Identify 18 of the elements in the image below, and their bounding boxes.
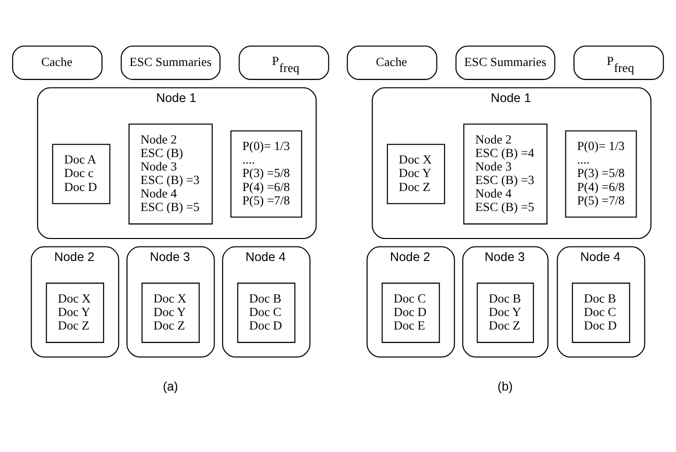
node-box: Doc X Doc Y Doc Z bbox=[142, 282, 200, 343]
label: (a) bbox=[162, 379, 178, 394]
node-box: P(0)= 1/3 .... P(3) =5/8 P(4) =6/8 P(5) =7/8 bbox=[230, 130, 302, 218]
node-box: ESC Summaries bbox=[120, 46, 221, 80]
node-box: Doc A Doc c Doc D bbox=[52, 144, 110, 204]
node-box: P(0)= 1/3 .... P(3) =5/8 P(4) =6/8 P(5) =7/8 bbox=[565, 130, 637, 218]
node-box: ESC Summaries bbox=[455, 46, 556, 80]
node-box: Node 2 ESC (B) Node 3 ESC (B) =3 Node 4 ESC (B) =5 bbox=[128, 124, 213, 224]
node-box: Cache bbox=[12, 46, 103, 80]
label: (b) bbox=[498, 379, 513, 394]
node-box: Cache bbox=[346, 46, 438, 80]
node-box: Doc B Doc C Doc D bbox=[237, 282, 296, 343]
node-box: Doc B Doc Y Doc Z bbox=[476, 282, 534, 343]
node-box: Doc C Doc D Doc E bbox=[382, 282, 440, 343]
node-box: Node 2 ESC (B) =4 Node 3 ESC (B) =3 Node 4 ESC (B) =5 bbox=[463, 124, 548, 224]
node-box: Doc B Doc C Doc D bbox=[572, 282, 630, 343]
node-box: Doc X Doc Y Doc Z bbox=[386, 144, 446, 204]
node-box: Doc X Doc Y Doc Z bbox=[46, 282, 104, 343]
